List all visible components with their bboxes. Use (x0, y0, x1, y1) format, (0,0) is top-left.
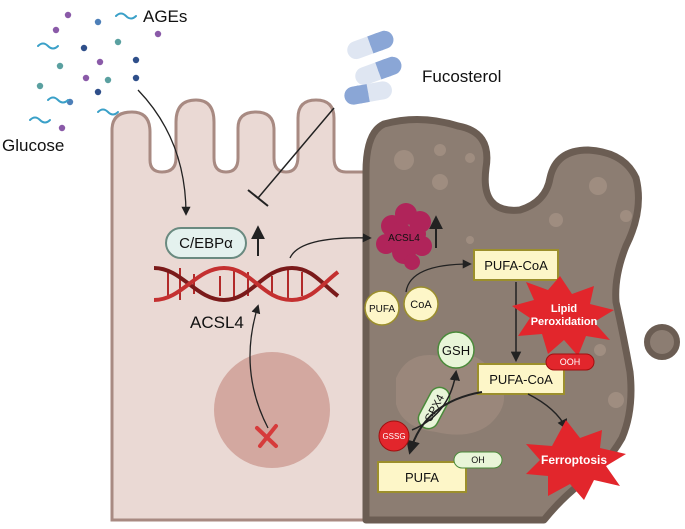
fucosterol-inhibition-bar (247, 189, 269, 207)
pufa-bottom-label: PUFA (405, 470, 439, 485)
ooh-label: OOH (560, 357, 581, 367)
ooh-pill (545, 353, 595, 371)
detached-vesicle (644, 324, 680, 360)
gpx4-pill (417, 386, 451, 430)
oh-pill (453, 451, 503, 469)
coa-bubble (403, 286, 439, 322)
oh-label: OH (471, 455, 485, 465)
pufa-small-bubble (364, 290, 400, 326)
ages-label: AGEs (143, 7, 187, 26)
lipid-peroxidation-label-2: Peroxidation (531, 316, 598, 328)
pufa-bottom-box (377, 461, 467, 493)
glucose-molecules (36, 11, 162, 132)
chromosome-icon (255, 424, 278, 448)
fucosterol-label: Fucosterol (422, 67, 501, 86)
pufa-small-label: PUFA (369, 304, 395, 315)
pufa-coa-top-label: PUFA-CoA (484, 258, 548, 273)
coa-label: CoA (410, 299, 432, 311)
gssg-bubble (378, 420, 410, 452)
lipid-peroxidation-label-1: Lipid (551, 303, 577, 315)
gsh-bubble (437, 331, 475, 369)
acsl4-protein-label: ACSL4 (388, 233, 420, 244)
gssg-label: GSSG (382, 432, 405, 441)
nucleus-to-dna-arrow (249, 304, 269, 429)
fucosterol-inhibition-line (257, 107, 335, 199)
cebpa-box (165, 227, 247, 259)
fucosterol-pill-icon (344, 30, 402, 105)
dna-helix-icon (153, 265, 340, 303)
pufacoa-to-pufa-arrow (406, 391, 483, 455)
glucose-label: Glucose (2, 136, 64, 155)
acsl4-protein-icon (376, 203, 432, 270)
ferroptosis-label: Ferroptosis (541, 453, 607, 467)
acsl4-to-pufacoa-arrow (405, 259, 472, 293)
nucleus (214, 352, 330, 468)
pufa-coa-top-box (473, 249, 559, 281)
pufa-coa-bottom-label: PUFA-CoA (489, 372, 553, 387)
ferroptosis-burst (526, 420, 626, 500)
cebpa-label: C/EBPα (179, 235, 233, 252)
acsl4-gene-label: ACSL4 (190, 313, 244, 332)
lipid-peroxidation-burst (512, 276, 614, 356)
gsh-label: GSH (442, 343, 470, 358)
gene-to-protein-arrow (289, 233, 372, 259)
glucose-to-cebpa-arrow (137, 89, 191, 216)
ages-squiggles (29, 12, 137, 124)
